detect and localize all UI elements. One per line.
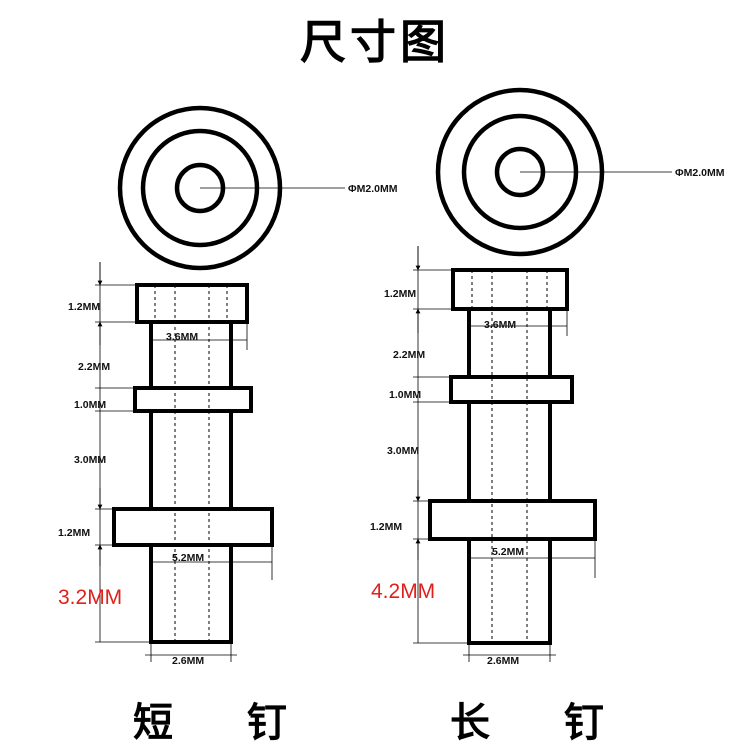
short-pin-gap2-label: 3.0MM (74, 454, 106, 466)
long-pin-drawing: ΦM2.0MM 1.2MM 2.2MM 1.0MM (370, 87, 725, 667)
short-pin-shaft (149, 320, 233, 644)
short-pin-collar (133, 386, 253, 413)
long-pin-head-width-label: 3.6MM (484, 319, 516, 331)
long-pin-top-view: ΦM2.0MM (435, 87, 725, 257)
short-pin-gap1-label: 2.2MM (78, 361, 110, 373)
short-pin-head-width-label: 3.6MM (166, 331, 198, 343)
long-pin-thread-label: ΦM2.0MM (675, 167, 725, 179)
short-pin-head-height-label: 1.2MM (68, 301, 100, 313)
long-pin-head-height-label: 1.2MM (384, 288, 416, 300)
short-pin-flange-height-label: 1.2MM (58, 527, 90, 539)
short-pin-head (135, 283, 249, 324)
short-pin-thread-label: ΦM2.0MM (348, 183, 398, 195)
long-pin-shaft-width-label: 2.6MM (487, 655, 519, 667)
long-pin-flange-height-label: 1.2MM (370, 521, 402, 533)
short-pin-collar-height-label: 1.0MM (74, 399, 106, 411)
long-pin-collar-height-label: 1.0MM (389, 389, 421, 401)
long-pin-caption: 长 钉 (450, 699, 634, 746)
short-pin-flange-width-label: 5.2MM (172, 552, 204, 564)
short-pin-flange (112, 507, 274, 547)
long-pin-tail-length-label: 4.2MM (371, 580, 435, 603)
long-pin-gap2-label: 3.0MM (387, 445, 419, 457)
diagram-title: 尺寸图 (300, 15, 450, 69)
short-pin-shaft-width-label: 2.6MM (172, 655, 204, 667)
short-pin-side-view: 1.2MM 2.2MM 1.0MM 3.0MM 1.2MM 3.2MM 3.6M… (58, 262, 274, 667)
long-pin-gap1-label: 2.2MM (393, 349, 425, 361)
long-pin-head (451, 268, 569, 311)
short-pin-drawing: ΦM2.0MM (58, 105, 398, 667)
long-pin-collar (449, 375, 574, 404)
short-pin-tail-length-label: 3.2MM (58, 586, 122, 609)
long-pin-flange (428, 499, 597, 541)
short-pin-top-view: ΦM2.0MM (117, 105, 398, 271)
long-pin-flange-width-label: 5.2MM (492, 546, 524, 558)
long-pin-side-view: 1.2MM 2.2MM 1.0MM 3.0MM 1.2MM 4.2MM 3.6M… (370, 246, 597, 667)
short-pin-caption: 短 钉 (133, 699, 317, 746)
long-pin-shaft (467, 307, 552, 645)
